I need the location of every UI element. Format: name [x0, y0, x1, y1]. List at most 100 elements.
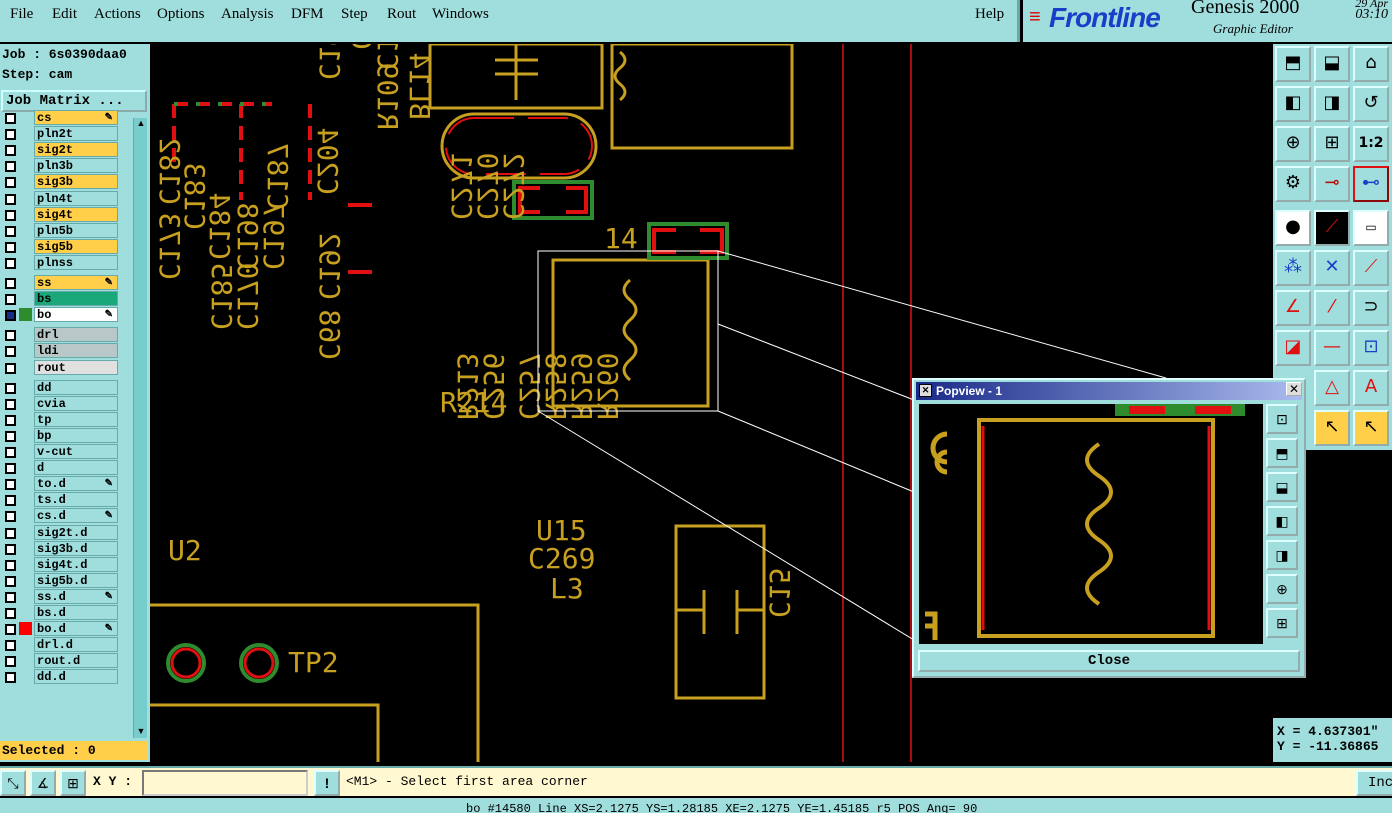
- layer-name[interactable]: d: [34, 460, 118, 476]
- layer-row[interactable]: bp: [0, 427, 120, 444]
- layer-name[interactable]: ldi: [34, 343, 118, 359]
- layer-row[interactable]: rout: [0, 359, 120, 376]
- layer-checkbox[interactable]: [5, 527, 16, 539]
- layer-name[interactable]: drl.d: [34, 637, 118, 653]
- layer-row[interactable]: bs: [0, 291, 120, 307]
- layer-checkbox[interactable]: [5, 257, 16, 269]
- measure-icon[interactable]: ⚙: [1275, 166, 1311, 202]
- popview-fit-icon[interactable]: ⊞: [1266, 608, 1298, 638]
- layer-name[interactable]: cs✎: [34, 110, 118, 125]
- layer-row[interactable]: sig2t: [0, 142, 120, 158]
- menu-windows[interactable]: Windows: [432, 6, 489, 22]
- layer-name[interactable]: sig4t: [34, 206, 118, 222]
- popview-close-button[interactable]: Close: [918, 650, 1300, 672]
- layer-row[interactable]: ss✎: [0, 275, 120, 291]
- layer-checkbox[interactable]: [5, 278, 16, 289]
- menu-options[interactable]: Options: [157, 6, 205, 22]
- layer-checkbox[interactable]: [5, 463, 16, 475]
- popview-pan-right-icon[interactable]: ◨: [1266, 540, 1298, 570]
- layer-row[interactable]: ss.d✎: [0, 588, 120, 605]
- layer-checkbox[interactable]: [5, 591, 16, 603]
- layer-checkbox[interactable]: [5, 113, 16, 124]
- horizontal-line-icon[interactable]: —: [1314, 330, 1350, 366]
- layer-checkbox[interactable]: [5, 447, 16, 458]
- layer-checkbox[interactable]: [5, 161, 16, 173]
- layer-row[interactable]: bs.d: [0, 605, 120, 621]
- layer-row[interactable]: pln2t: [0, 126, 120, 142]
- layer-name[interactable]: plnss: [34, 254, 118, 270]
- layer-checkbox[interactable]: [5, 575, 16, 587]
- ruler-icon[interactable]: ▭: [1353, 210, 1389, 246]
- pad-icon[interactable]: ◪: [1275, 330, 1311, 366]
- layer-checkbox[interactable]: [5, 294, 16, 306]
- layer-name[interactable]: tp: [34, 411, 118, 427]
- layer-name[interactable]: pln4t: [34, 190, 118, 206]
- menu-dfm[interactable]: DFM: [291, 6, 324, 22]
- layer-checkbox[interactable]: [5, 495, 16, 507]
- menu-file[interactable]: File: [10, 6, 34, 22]
- layer-name[interactable]: sig5b: [34, 238, 118, 254]
- layer-row[interactable]: bo✎: [0, 307, 120, 323]
- dimension-icon[interactable]: ⊡: [1353, 330, 1389, 366]
- pan-down-icon[interactable]: ⬓: [1314, 46, 1350, 82]
- layer-checkbox[interactable]: [5, 398, 16, 410]
- close-icon[interactable]: ✕: [1286, 382, 1302, 396]
- zoom-box-icon[interactable]: ⤡: [0, 770, 26, 796]
- popview-zoom-icon[interactable]: ⊡: [1266, 404, 1298, 434]
- zoom-1-2-icon[interactable]: 1:2: [1353, 126, 1389, 162]
- layer-name[interactable]: pln3b: [34, 158, 118, 174]
- layer-name[interactable]: sig3b.d: [34, 540, 118, 556]
- pan-left-icon[interactable]: ◧: [1275, 86, 1311, 122]
- probe-icon[interactable]: ⊸: [1314, 166, 1350, 202]
- zoom-fit-icon[interactable]: ⊞: [1314, 126, 1350, 162]
- angle-snap-icon[interactable]: ∡: [30, 770, 56, 796]
- layer-checkbox[interactable]: [5, 479, 16, 491]
- layer-row[interactable]: rout.d: [0, 653, 120, 669]
- layer-row[interactable]: cs✎: [0, 110, 120, 126]
- layer-name[interactable]: dd.d: [34, 669, 118, 685]
- popview-pan-left-icon[interactable]: ◧: [1266, 506, 1298, 536]
- layer-row[interactable]: drl.d: [0, 637, 120, 653]
- triangle-icon[interactable]: △: [1314, 370, 1350, 406]
- cross-select-icon[interactable]: ⟋: [1314, 210, 1350, 246]
- layer-name[interactable]: pln2t: [34, 126, 118, 142]
- select-object-icon[interactable]: ●: [1275, 210, 1311, 246]
- connect-icon[interactable]: ⁂: [1275, 250, 1311, 286]
- layer-checkbox[interactable]: [5, 177, 16, 189]
- layer-name[interactable]: sig5b.d: [34, 572, 118, 588]
- layer-row[interactable]: sig4t: [0, 206, 120, 223]
- x-icon[interactable]: ✕: [1314, 250, 1350, 286]
- layer-name[interactable]: bp: [34, 427, 118, 443]
- layer-checkbox[interactable]: [5, 672, 16, 684]
- popview-pan-up-icon[interactable]: ⬒: [1266, 438, 1298, 468]
- layer-row[interactable]: sig2t.d: [0, 524, 120, 541]
- layer-checkbox[interactable]: [5, 640, 16, 652]
- popview-pan-down-icon[interactable]: ⬓: [1266, 472, 1298, 502]
- layer-name[interactable]: pln5b: [34, 222, 118, 238]
- layer-row[interactable]: sig4t.d: [0, 556, 120, 573]
- layer-row[interactable]: ldi: [0, 343, 120, 359]
- layer-row[interactable]: ts.d: [0, 492, 120, 508]
- layer-row[interactable]: bo.d✎: [0, 621, 120, 637]
- layer-row[interactable]: pln4t: [0, 190, 120, 207]
- home-icon[interactable]: ⌂: [1353, 46, 1389, 82]
- layer-name[interactable]: dd: [34, 379, 118, 395]
- scroll-up-icon[interactable]: ▲: [136, 118, 146, 128]
- layer-checkbox[interactable]: [5, 511, 16, 523]
- layer-checkbox[interactable]: [5, 346, 16, 358]
- layer-checkbox[interactable]: [5, 608, 16, 619]
- layer-checkbox[interactable]: [5, 145, 16, 157]
- graphic-canvas[interactable]: C196 C195 C199 BL14 R109 C204 C187 C182 …: [150, 44, 1272, 762]
- menu-help[interactable]: Help: [975, 6, 1005, 22]
- layer-checkbox[interactable]: [5, 330, 16, 342]
- layer-name[interactable]: sig2t: [34, 142, 118, 158]
- layer-row[interactable]: sig5b: [0, 238, 120, 255]
- alert-icon[interactable]: !: [314, 770, 340, 796]
- text-icon[interactable]: A: [1353, 370, 1389, 406]
- snap-icon[interactable]: ⊷: [1353, 166, 1389, 202]
- layer-checkbox[interactable]: [5, 382, 16, 394]
- menu-rout[interactable]: Rout: [387, 6, 417, 22]
- layer-name[interactable]: rout.d: [34, 653, 118, 669]
- pan-up-icon[interactable]: ⬒: [1275, 46, 1311, 82]
- layer-name[interactable]: v-cut: [34, 444, 118, 459]
